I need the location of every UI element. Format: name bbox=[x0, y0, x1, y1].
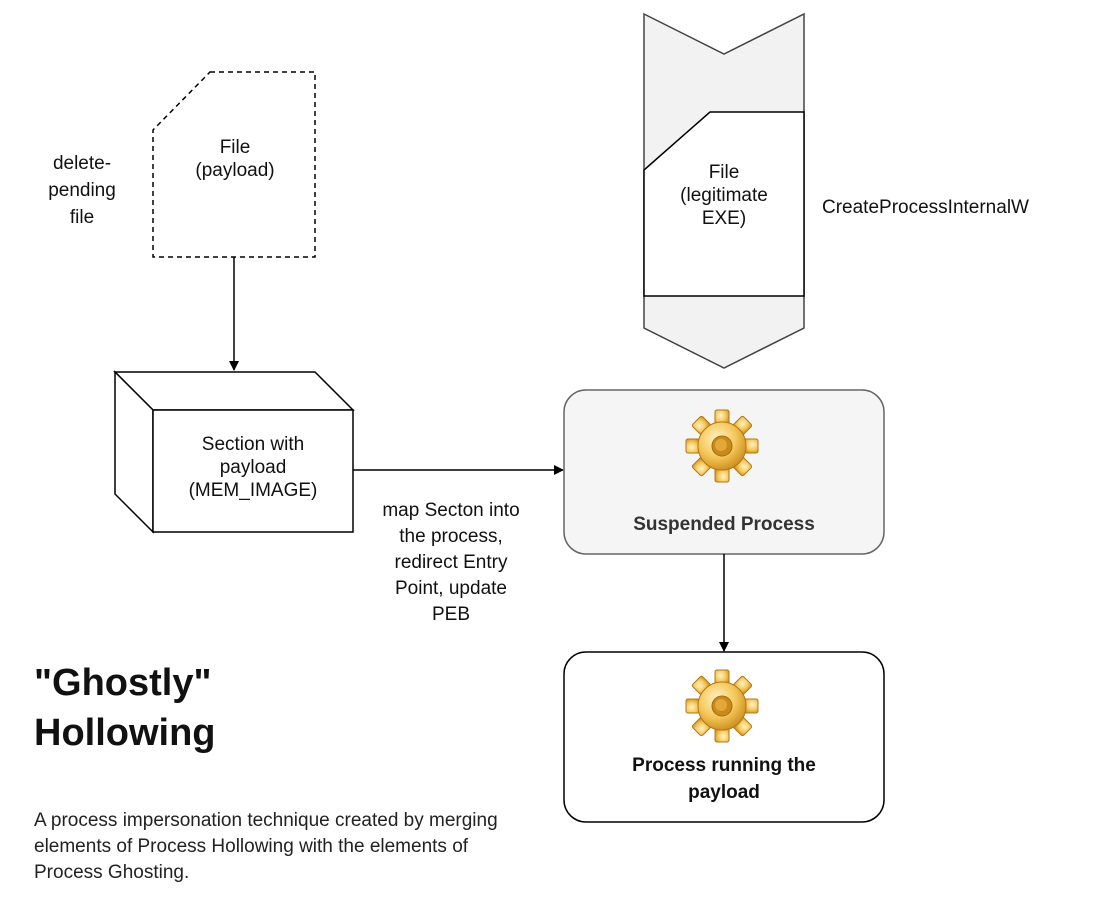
legit-exe-line2: (legitimate bbox=[680, 185, 768, 206]
legit-exe-line1: File bbox=[708, 162, 740, 183]
legit-exe-line3: EXE) bbox=[701, 208, 747, 229]
payload-file-line2: (payload) bbox=[195, 160, 275, 181]
running-process-line2: payload bbox=[688, 782, 760, 803]
map-section-label: map Secton into the process, redirect En… bbox=[360, 498, 542, 628]
map-label-line5: PEB bbox=[431, 604, 471, 625]
map-label-line4: Point, update bbox=[395, 578, 507, 599]
title-line1: "Ghostly" bbox=[34, 662, 212, 704]
gear-icon bbox=[685, 409, 759, 483]
create-process-label: CreateProcessInternalW bbox=[822, 197, 1029, 218]
legit-exe-label: File (legitimate EXE) bbox=[654, 161, 794, 230]
title-line2: Hollowing bbox=[34, 712, 216, 754]
section-label: Section with payload (MEM_IMAGE) bbox=[158, 433, 348, 502]
delete-pending-line1: delete- bbox=[52, 153, 112, 174]
map-label-line1: map Secton into bbox=[382, 500, 520, 521]
map-label-line2: the process, bbox=[399, 526, 503, 547]
section-line1: Section with bbox=[201, 434, 305, 455]
legit-exe-file-shape bbox=[643, 111, 805, 297]
payload-file-line1: File bbox=[219, 137, 251, 158]
running-process-label: Process running the payload bbox=[564, 752, 884, 806]
gear-icon bbox=[685, 669, 759, 743]
description-text: A process impersonation technique create… bbox=[34, 810, 498, 883]
section-line3: (MEM_IMAGE) bbox=[188, 480, 318, 501]
delete-pending-line2: pending bbox=[48, 180, 116, 201]
delete-pending-line3: file bbox=[69, 207, 95, 228]
map-label-line3: redirect Entry bbox=[394, 552, 508, 573]
delete-pending-label: delete- pending file bbox=[30, 150, 134, 231]
page-title: "Ghostly" Hollowing bbox=[34, 658, 216, 758]
section-cube bbox=[113, 370, 355, 534]
running-process-line1: Process running the bbox=[632, 755, 816, 776]
suspended-process-label: Suspended Process bbox=[633, 514, 815, 535]
payload-file-label: File (payload) bbox=[175, 136, 295, 182]
section-line2: payload bbox=[219, 457, 287, 478]
